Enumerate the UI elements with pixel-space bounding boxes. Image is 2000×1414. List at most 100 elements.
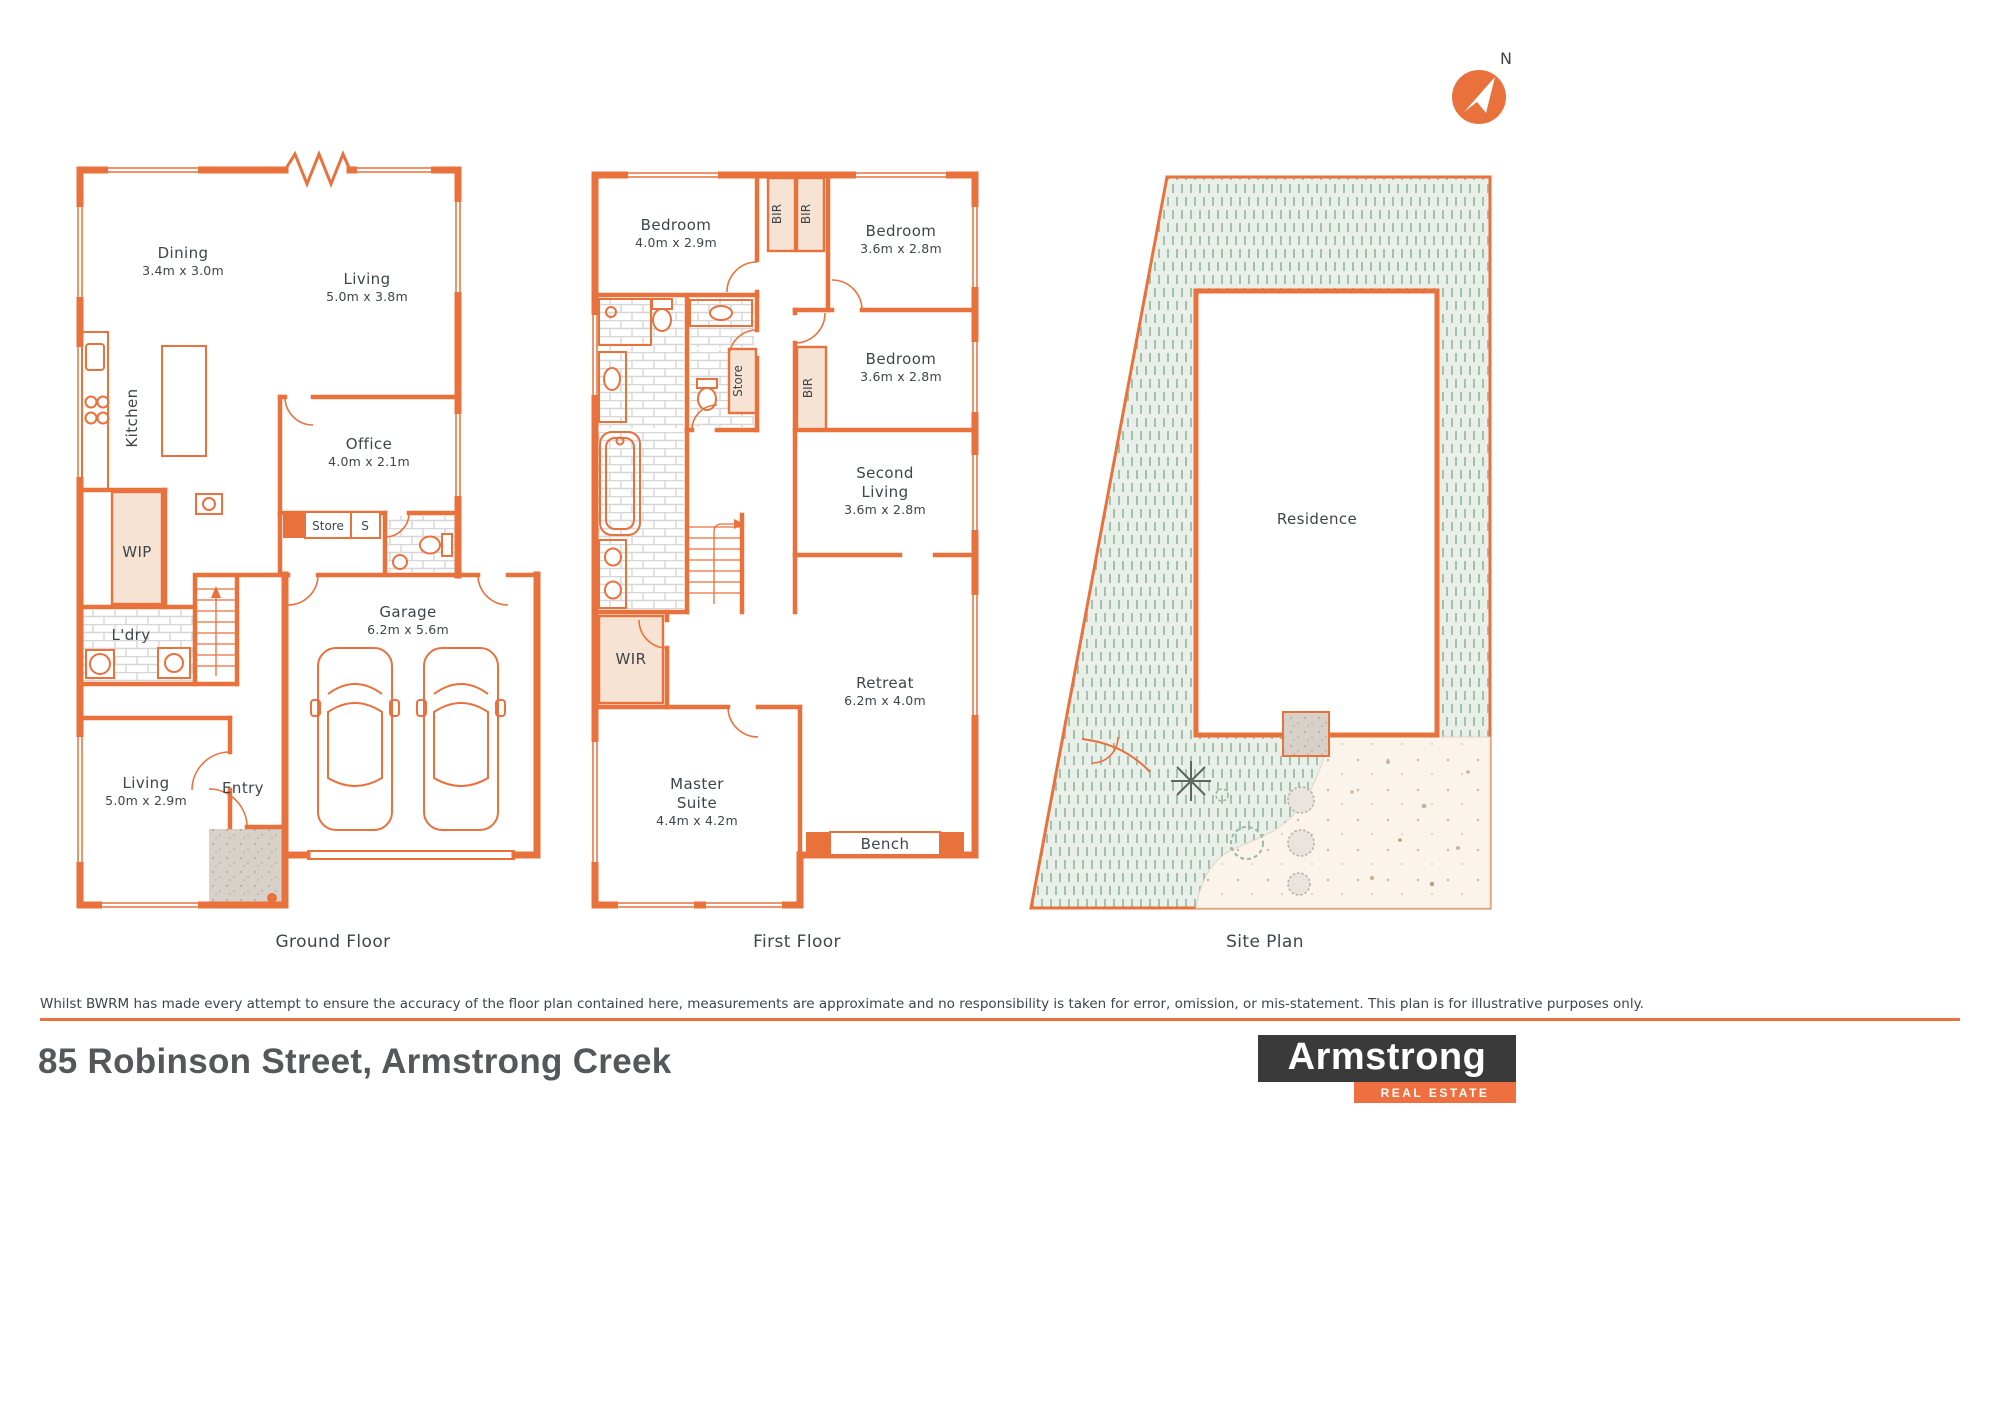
closet-label-store: Store <box>731 365 745 397</box>
room-dims-living2: 5.0m x 2.9m <box>105 793 187 808</box>
wir-door <box>638 619 668 649</box>
wc-toilet <box>696 378 718 411</box>
bedroom2-door <box>831 279 863 311</box>
room-label-residence: Residence <box>1277 510 1357 528</box>
closet-label-bir3: BIR <box>801 378 815 398</box>
room-dims-secondliving: 3.6m x 2.8m <box>844 502 926 517</box>
agency-logo-tagline: REAL ESTATE <box>1354 1082 1516 1103</box>
room-label-ldry: L'dry <box>111 626 150 644</box>
closet-label-bir2: BIR <box>799 204 813 224</box>
ground-floor-plan: Dining 3.4m x 3.0m Living 5.0m x 3.8m Ki… <box>75 149 541 910</box>
tree-2 <box>1287 829 1315 857</box>
gravel-specks <box>1350 760 1470 887</box>
room-label-wir: WIR <box>616 650 647 668</box>
room-dims-retreat: 6.2m x 4.0m <box>844 693 926 708</box>
garage-house-door <box>287 574 319 606</box>
garden-path-curve <box>1081 738 1151 773</box>
s-box <box>350 511 381 539</box>
car-2 <box>416 647 506 831</box>
driveway-area <box>1195 736 1491 909</box>
bir-closet-3 <box>795 345 828 431</box>
first-floor-plan: Bedroom 4.0m x 2.9m BIR BIR Bedroom 3.6m… <box>590 170 980 910</box>
residence-porch <box>1282 711 1330 757</box>
nook-vanity <box>689 299 753 327</box>
room-label-s: S <box>361 519 369 533</box>
room-dims-garage: 6.2m x 5.6m <box>367 622 449 637</box>
room-label-secondliving-1: Second <box>856 464 914 482</box>
master-door <box>727 706 759 738</box>
room-dims-bedroom3: 3.6m x 2.8m <box>860 369 942 384</box>
kitchen-island <box>161 345 207 457</box>
north-arrow-icon: N <box>1452 49 1512 124</box>
site-plan: Residence <box>1029 175 1492 910</box>
tree-3 <box>1287 872 1311 896</box>
ensuite-vanity <box>598 351 627 423</box>
room-label-living2: Living <box>123 774 170 792</box>
room-label-dining: Dining <box>158 244 209 262</box>
room-dims-office: 4.0m x 2.1m <box>328 454 410 469</box>
room-label-master-1: Master <box>670 775 724 793</box>
bench-stub-left <box>806 832 830 855</box>
shower <box>598 298 652 346</box>
powder-door <box>384 512 410 538</box>
shrub <box>1230 826 1264 860</box>
bedroom3-door <box>794 312 826 344</box>
agency-logo: Armstrong REAL ESTATE <box>1258 1035 1516 1103</box>
north-label: N <box>1500 49 1512 68</box>
porch-dot <box>267 893 277 903</box>
room-label-living: Living <box>344 270 391 288</box>
room-label-garage: Garage <box>379 603 436 621</box>
agency-logo-name: Armstrong <box>1258 1035 1516 1082</box>
residence-outline <box>1193 288 1440 738</box>
room-dims-living: 5.0m x 3.8m <box>326 289 408 304</box>
property-address: 85 Robinson Street, Armstrong Creek <box>38 1042 672 1081</box>
living2-door <box>191 751 231 791</box>
ground-stairs <box>197 586 235 676</box>
caption-site-plan: Site Plan <box>1226 932 1304 952</box>
ensuite-toilet <box>651 298 673 332</box>
caption-first-floor: First Floor <box>753 932 841 952</box>
bench-stub-right <box>940 832 964 855</box>
label-bench: Bench <box>861 835 910 853</box>
store-box <box>304 511 352 539</box>
tree-1 <box>1287 786 1315 814</box>
first-floor-stairs <box>689 519 744 604</box>
room-label-entry: Entry <box>222 779 264 797</box>
store-closet <box>727 347 758 415</box>
room-label-wip: WIP <box>122 543 152 561</box>
room-label-bedroom3: Bedroom <box>866 350 937 368</box>
wc-door <box>691 404 718 431</box>
small-shrub <box>1215 788 1229 802</box>
car-1 <box>310 647 400 831</box>
room-label-office: Office <box>346 435 392 453</box>
powder-toilet <box>392 533 453 570</box>
room-label-master-2: Suite <box>677 794 717 812</box>
disclaimer-text: Whilst BWRM has made every attempt to en… <box>40 996 1644 1012</box>
pantry-shelf <box>110 490 164 606</box>
bathroom-vanity <box>598 539 627 609</box>
kitchen-counter <box>81 331 110 491</box>
laundry-appliances <box>85 647 191 679</box>
room-dims-bedroom2: 3.6m x 2.8m <box>860 241 942 256</box>
room-dims-bedroom1: 4.0m x 2.9m <box>635 235 717 250</box>
entry-porch <box>209 829 283 903</box>
garage-side-door <box>477 574 509 606</box>
bathtub <box>599 431 641 536</box>
room-label-bedroom1: Bedroom <box>641 216 712 234</box>
store-duct <box>283 512 305 538</box>
entry-door <box>208 788 248 828</box>
wir-closet <box>597 614 665 705</box>
bedroom1-door <box>726 261 758 293</box>
agave-plant <box>1171 761 1211 801</box>
room-dims-dining: 3.4m x 3.0m <box>142 263 224 278</box>
room-label-kitchen: Kitchen <box>123 388 141 447</box>
gate-arc <box>1091 736 1119 764</box>
bench-seat <box>829 831 941 856</box>
office-door <box>284 396 314 426</box>
room-label-retreat: Retreat <box>856 674 914 692</box>
closet-label-bir1: BIR <box>770 204 784 224</box>
bir-closet-2 <box>795 176 826 253</box>
room-label-bedroom2: Bedroom <box>866 222 937 240</box>
caption-ground-floor: Ground Floor <box>275 932 390 952</box>
